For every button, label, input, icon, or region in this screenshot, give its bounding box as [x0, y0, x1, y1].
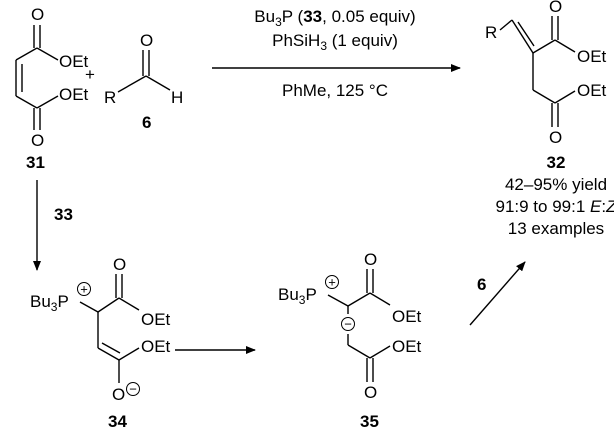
compound-label: 6	[142, 113, 151, 132]
compound-31: O OEt OEt O 31	[15, 5, 89, 172]
negative-charge-icon	[126, 382, 140, 396]
ester-label: OEt	[392, 307, 422, 326]
ester-label: OEt	[141, 310, 171, 329]
ester-label: OEt	[141, 337, 171, 356]
r-group: R	[485, 23, 497, 42]
step-label: 6	[477, 275, 486, 294]
atom-o: O	[549, 0, 562, 16]
atom-o: O	[364, 250, 377, 269]
svg-text:+: +	[80, 282, 88, 297]
ester-label: OEt	[577, 47, 607, 66]
svg-text:−: −	[129, 382, 137, 397]
ester-label: OEt	[59, 52, 89, 71]
aldehyde-addition-arrow	[469, 261, 526, 326]
compound-6: R O H 6	[104, 31, 183, 132]
ester-label: OEt	[59, 85, 89, 104]
svg-text:−: −	[344, 317, 352, 332]
compound-label: 32	[547, 153, 566, 172]
intermediate-34: Bu3P + O OEt OEt O − 34	[30, 255, 171, 431]
r-group: R	[104, 88, 116, 107]
atom-o: O	[31, 5, 44, 24]
atom-o: O	[31, 131, 44, 150]
conditions-reductant: PhSiH3 (1 equiv)	[272, 31, 398, 53]
intermediate-35: Bu3P + − O OEt OEt O 35	[278, 250, 422, 431]
ester-label: OEt	[577, 81, 607, 100]
conditions-solvent: PhMe, 125 °C	[282, 81, 388, 100]
step-label: 33	[54, 205, 73, 224]
yield-text: 42–95% yield	[505, 175, 607, 194]
compound-label: 35	[360, 412, 379, 431]
atom-o: O	[113, 255, 126, 274]
atom-o: O	[112, 385, 125, 404]
positive-charge-icon	[77, 282, 91, 296]
phosphonium-label: Bu3P	[30, 292, 69, 314]
ester-label: OEt	[392, 337, 422, 356]
svg-text:+: +	[328, 275, 336, 290]
atom-o: O	[364, 383, 377, 402]
atom-o: O	[549, 128, 562, 147]
compound-label: 31	[26, 153, 45, 172]
phosphonium-label: Bu3P	[278, 285, 317, 307]
positive-charge-icon	[325, 275, 339, 289]
plus-sign: +	[85, 65, 95, 84]
examples-text: 13 examples	[508, 219, 604, 238]
compound-32: R O OEt OEt O 32 42–95% yield 91:9 to 99…	[485, 0, 614, 238]
atom-o: O	[140, 31, 153, 50]
selectivity-text: 91:9 to 99:1 E:Z	[496, 197, 614, 216]
negative-charge-icon	[341, 317, 355, 331]
compound-label: 34	[108, 412, 127, 431]
conditions-catalyst: Bu3P (33, 0.05 equiv)	[254, 7, 415, 29]
atom-h: H	[171, 88, 183, 107]
